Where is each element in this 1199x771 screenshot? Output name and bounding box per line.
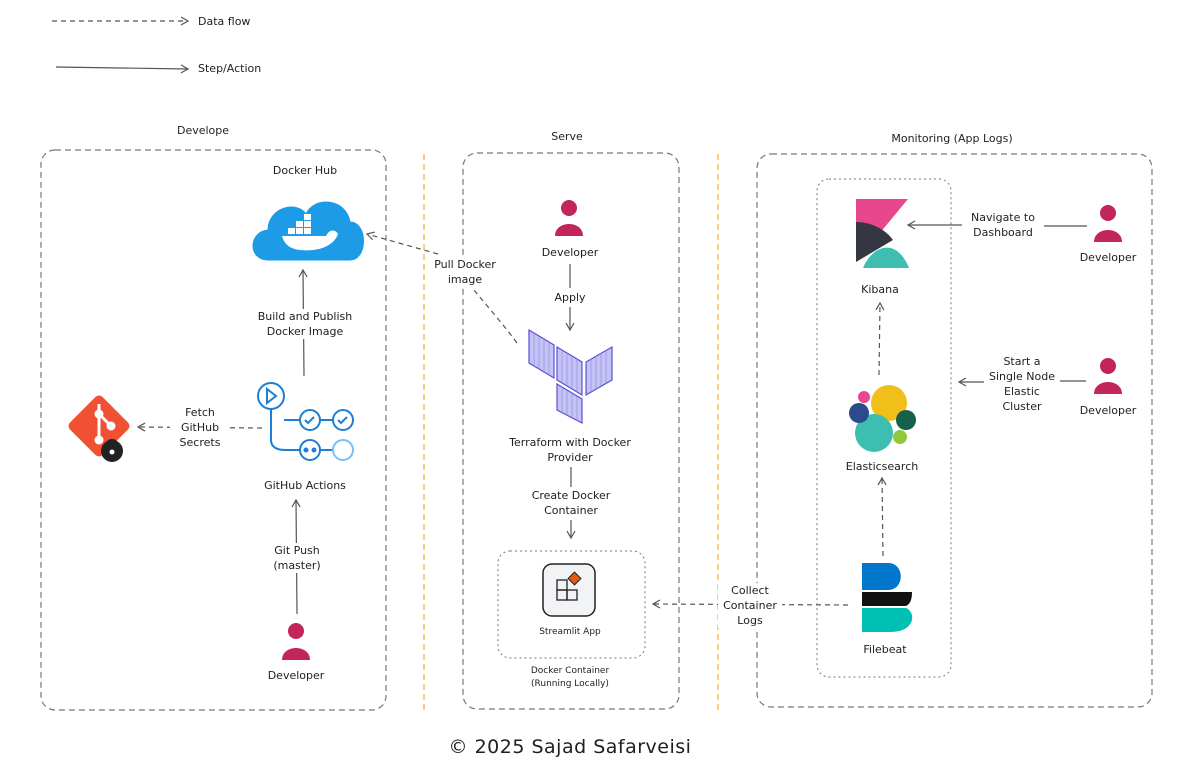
kibana-label: Kibana bbox=[861, 283, 899, 296]
docker-hub-icon bbox=[252, 201, 364, 261]
filebeat-label: Filebeat bbox=[863, 643, 907, 656]
section-title-serve: Serve bbox=[551, 130, 583, 143]
elastic-stack-container bbox=[816, 178, 952, 678]
legend-step-action-label: Step/Action bbox=[198, 62, 262, 75]
arrow-fetch-secrets bbox=[136, 422, 263, 432]
developer-icon-develop bbox=[282, 623, 310, 660]
docker-hub-label: Docker Hub bbox=[272, 164, 338, 177]
developer-label-monitoring-2: Developer bbox=[1079, 404, 1137, 417]
streamlit-icon bbox=[542, 563, 596, 617]
arrow-es-to-kibana bbox=[875, 301, 885, 376]
monitoring-container bbox=[756, 153, 1153, 708]
docker-container-box bbox=[497, 550, 646, 659]
copyright-footer: © 2025 Sajad Safarveisi bbox=[448, 736, 692, 758]
developer-label-monitoring-1: Developer bbox=[1079, 251, 1137, 264]
git-icon bbox=[68, 395, 130, 462]
legend-step-line bbox=[55, 64, 190, 74]
collect-logs-label: Collect Container Logs bbox=[718, 583, 782, 628]
develop-container bbox=[40, 149, 387, 711]
elasticsearch-label: Elasticsearch bbox=[845, 460, 919, 473]
kibana-icon bbox=[856, 199, 909, 268]
apply-label: Apply bbox=[545, 290, 595, 305]
developer-label-develop: Developer bbox=[267, 669, 325, 682]
filebeat-icon bbox=[862, 563, 913, 632]
developer-icon-monitoring-2 bbox=[1094, 358, 1122, 394]
terraform-label: Terraform with Docker Provider bbox=[509, 436, 631, 464]
section-title-develop: Develope bbox=[176, 124, 230, 137]
serve-container bbox=[462, 152, 680, 710]
terraform-icon bbox=[528, 328, 613, 424]
section-title-monitoring: Monitoring (App Logs) bbox=[891, 132, 1013, 145]
docker-container-label: Docker Container (Running Locally) bbox=[530, 666, 610, 689]
navigate-label: Navigate to Dashboard bbox=[962, 210, 1044, 240]
developer-label-serve: Developer bbox=[541, 246, 599, 259]
fetch-secrets-label: Fetch GitHub Secrets bbox=[170, 405, 230, 450]
developer-icon-serve bbox=[555, 200, 583, 236]
legend-data-flow-label: Data flow bbox=[198, 15, 251, 28]
arrow-collect-logs bbox=[651, 599, 849, 609]
github-actions-label: GitHub Actions bbox=[264, 479, 346, 492]
github-actions-icon bbox=[257, 382, 354, 461]
elasticsearch-icon bbox=[849, 385, 916, 452]
arrow-pull-image bbox=[367, 234, 518, 344]
git-push-label: Git Push (master) bbox=[262, 543, 332, 573]
streamlit-label: Streamlit App bbox=[539, 627, 601, 637]
create-container-label: Create Docker Container bbox=[521, 488, 621, 518]
build-publish-label: Build and Publish Docker Image bbox=[245, 309, 365, 339]
pull-image-label: Pull Docker image bbox=[425, 257, 505, 287]
arrow-filebeat-to-es bbox=[877, 476, 887, 557]
developer-icon-monitoring-1 bbox=[1094, 205, 1122, 242]
start-cluster-label: Start a Single Node Elastic Cluster bbox=[984, 354, 1060, 414]
